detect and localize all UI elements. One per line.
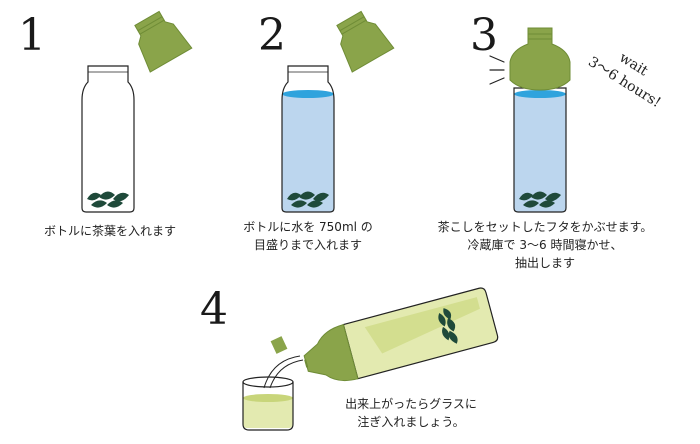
step-2-caption-line-1: ボトルに水を 750ml の: [243, 220, 373, 234]
step-4-illustration: [242, 287, 499, 431]
step-1-number: 1: [18, 10, 46, 61]
step-3-caption: 茶こしをセットしたフタをかぶせます。 冷蔵庫で 3～6 時間寝かせ、 抽出します: [430, 218, 660, 272]
step-1-bottle: [81, 65, 135, 213]
step-4-tilted-bottle: [303, 287, 499, 382]
step-1-caption: ボトルに茶葉を入れます: [30, 222, 190, 240]
step-4-caption: 出来上がったらグラスに 注ぎ入れましょう。: [326, 395, 496, 431]
step-1-floating-cap: [134, 10, 193, 73]
step-3-wait-note: wait 3～6 hours!: [585, 50, 663, 111]
step-3-bottle: [513, 87, 567, 213]
step-4-floating-cap: [270, 336, 288, 354]
step-2-number: 2: [258, 10, 286, 61]
step-2-caption: ボトルに水を 750ml の 目盛りまで入れます: [228, 218, 388, 254]
step-4-caption-line-2: 注ぎ入れましょう。: [357, 415, 465, 429]
step-4-glass: [242, 376, 294, 431]
step-3-cap: [509, 27, 571, 91]
step-2-floating-cap: [336, 10, 395, 73]
step-2-caption-line-2: 目盛りまで入れます: [253, 238, 362, 252]
step-4-caption-line-1: 出来上がったらグラスに: [345, 397, 477, 411]
step-1-caption-line-1: ボトルに茶葉を入れます: [43, 224, 176, 238]
step-4-pour-stream: [263, 355, 301, 389]
step-4-number: 4: [200, 284, 228, 335]
step-3-caption-line-1: 茶こしをセットしたフタをかぶせます。: [437, 220, 653, 234]
step-2-illustration: [281, 10, 395, 213]
step-3-caption-line-3: 抽出します: [514, 256, 575, 270]
step-2-bottle: [281, 65, 335, 213]
step-3-motion-lines: [489, 55, 505, 85]
step-3-number: 3: [470, 10, 498, 61]
step-3-caption-line-2: 冷蔵庫で 3～6 時間寝かせ、: [467, 238, 623, 252]
step-3-illustration: wait 3～6 hours!: [489, 27, 664, 213]
step-1-illustration: [81, 10, 193, 213]
